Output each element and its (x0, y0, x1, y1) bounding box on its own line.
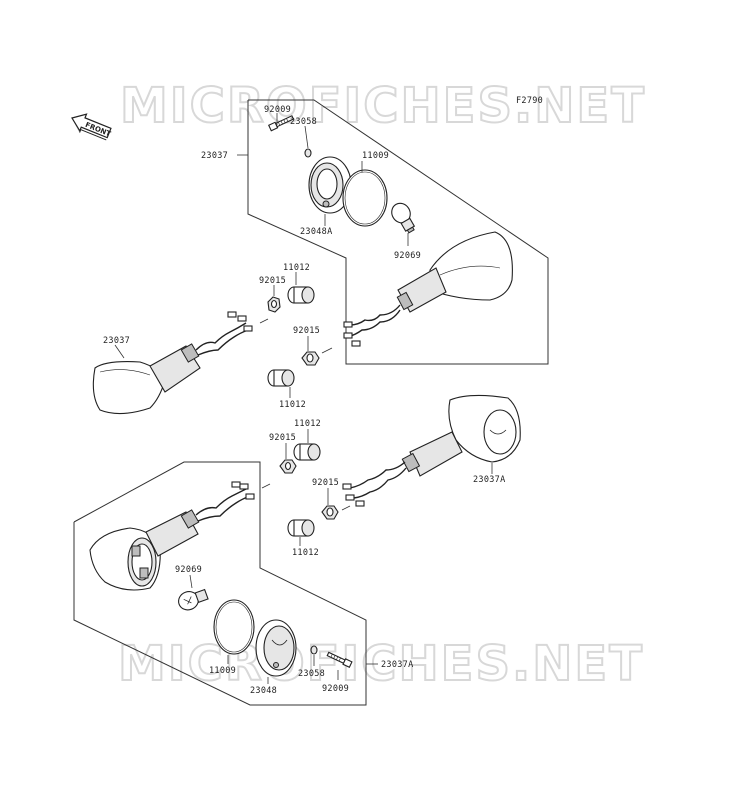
mid-cushion-c (293, 443, 321, 461)
upper-signal-wires (343, 304, 401, 347)
label-upper-bolt: 92009 (264, 105, 291, 115)
label-upper-gasket: 11009 (362, 151, 389, 161)
label-mid-nut-c: 92015 (269, 433, 296, 443)
mid-cushion-a (287, 286, 315, 304)
right-signal-housing (401, 394, 521, 477)
label-upper-assy: 23037 (201, 151, 228, 161)
figure-code: F2790 (516, 96, 543, 106)
label-mid-cushion-c: 11012 (294, 419, 321, 429)
lower-signal-housing (89, 509, 200, 591)
label-mid-cushion-a: 11012 (283, 263, 310, 273)
label-mid-nut-b: 92015 (293, 326, 320, 336)
upper-bolt (268, 115, 295, 132)
right-signal-wires (342, 461, 407, 507)
label-lower-lens: 23048 (250, 686, 277, 696)
label-mid-nut-a: 92015 (259, 276, 286, 286)
label-lower-bolt: 92009 (322, 684, 349, 694)
lower-gasket (213, 599, 255, 655)
lower-bulb (178, 588, 209, 611)
watermark-top: MICROFICHES.NET (120, 78, 646, 134)
label-upper-washer: 23058 (290, 117, 317, 127)
label-lower-gasket: 11009 (209, 666, 236, 676)
upper-signal-housing (396, 231, 513, 313)
upper-bulb (391, 202, 416, 234)
left-signal-housing (92, 343, 201, 415)
label-mid-cushion-d: 11012 (292, 548, 319, 558)
label-mid-cushion-b: 11012 (279, 400, 306, 410)
mid-cushion-b (267, 369, 295, 387)
lower-bolt (326, 651, 353, 669)
upper-washer (304, 148, 312, 158)
label-mid-nut-d: 92015 (312, 478, 339, 488)
lower-washer (310, 645, 318, 655)
mid-cushion-d (287, 519, 315, 537)
label-upper-bulb: 92069 (394, 251, 421, 261)
label-lower-washer: 23058 (298, 669, 325, 679)
upper-gasket (342, 169, 388, 227)
front-arrow-icon: FRONT (71, 113, 112, 141)
mid-nut-d (321, 505, 339, 520)
mid-nut-a (267, 296, 281, 313)
label-upper-lens: 23048A (300, 227, 333, 237)
upper-lens (308, 156, 352, 214)
label-lower-bulb: 92069 (175, 565, 202, 575)
mid-nut-b (301, 351, 320, 366)
mid-nut-c (279, 459, 297, 474)
label-left-signal: 23037 (103, 336, 130, 346)
upper-group-frame (247, 99, 549, 365)
lower-lens (255, 619, 297, 677)
left-signal-wires (195, 311, 253, 356)
label-right-signal: 23037A (473, 475, 506, 485)
lower-signal-wires (195, 481, 255, 522)
label-lower-assy: 23037A (381, 660, 414, 670)
lower-group-frame (73, 461, 367, 706)
